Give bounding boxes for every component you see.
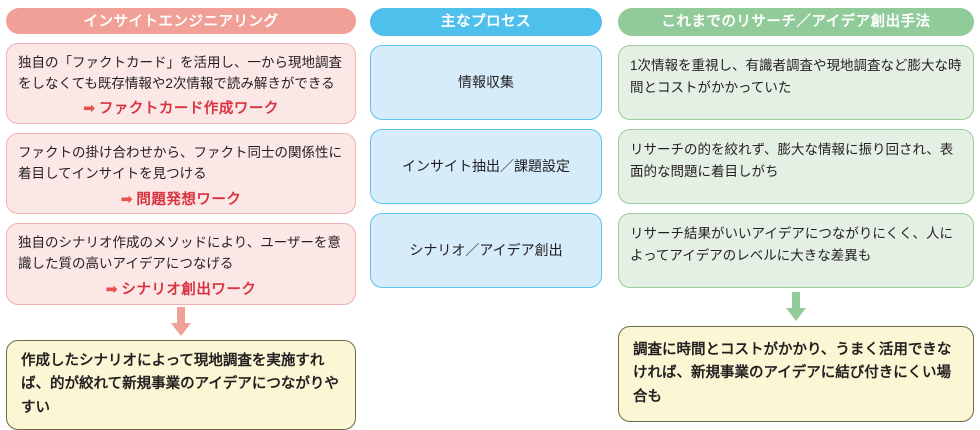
middle-column-header: 主なプロセス bbox=[370, 8, 602, 36]
down-arrow-icon bbox=[171, 307, 191, 337]
middle-column: 主なプロセス 情報収集 インサイト抽出／課題設定 シナリオ／アイデア創出 bbox=[362, 0, 610, 430]
right-arrow-icon: ➡ bbox=[83, 101, 96, 118]
left-item-1-work-label: ファクトカード作成ワーク bbox=[98, 101, 279, 118]
right-item-1-description: 1次情報を重視し、有識者調査や現地調査など膨大な時間とコストがかかっていた bbox=[630, 58, 962, 95]
right-column-header: これまでのリサーチ／アイデア創出手法 bbox=[618, 8, 974, 36]
left-column: インサイトエンジニアリング 独自の「ファクトカード」を活用し、一から現地調査をし… bbox=[0, 0, 362, 430]
left-item-2-description: ファクトの掛け合わせから、ファクト同士の関係性に着目してインサイトを見つける bbox=[18, 145, 342, 181]
right-item-3: リサーチ結果がいいアイデアにつながりにくく、人によってアイデアのレベルに大きな差… bbox=[618, 213, 974, 288]
left-conclusion-text: 作成したシナリオによって現地調査を実施すれば、的が絞れて新規事業のアイデアにつな… bbox=[21, 352, 339, 416]
down-arrow-icon bbox=[786, 292, 806, 321]
process-step-1-label: 情報収集 bbox=[458, 74, 514, 90]
right-conclusion-text: 調査に時間とコストがかかり、うまく活用できなければ、新規事業のアイデアに結び付き… bbox=[633, 342, 952, 405]
process-step-2-label: インサイト抽出／課題設定 bbox=[402, 158, 570, 174]
left-item-2-work-label: 問題発想ワーク bbox=[136, 191, 242, 208]
right-arrow-icon: ➡ bbox=[120, 191, 134, 208]
right-arrow-icon: ➡ bbox=[105, 282, 119, 299]
process-step-2: インサイト抽出／課題設定 bbox=[370, 129, 602, 204]
right-item-2-description: リサーチの的を絞れず、膨大な情報に振り回され、表面的な問題に着目しがち bbox=[630, 142, 954, 179]
left-conclusion: 作成したシナリオによって現地調査を実施すれば、的が絞れて新規事業のアイデアにつな… bbox=[6, 339, 356, 430]
right-down-arrow-wrap bbox=[618, 288, 974, 326]
left-item-1: 独自の「ファクトカード」を活用し、一から現地調査をしなくても既存情報や2次情報で… bbox=[6, 42, 356, 125]
left-column-header: インサイトエンジニアリング bbox=[6, 8, 356, 34]
process-step-3: シナリオ／アイデア創出 bbox=[370, 213, 602, 288]
left-item-2: ファクトの掛け合わせから、ファクト同士の関係性に着目してインサイトを見つける ➡… bbox=[6, 133, 356, 215]
middle-column-spacer bbox=[370, 288, 602, 430]
left-down-arrow-wrap bbox=[6, 305, 356, 340]
right-item-1: 1次情報を重視し、有識者調査や現地調査など膨大な時間とコストがかかっていた bbox=[618, 45, 974, 120]
process-step-1: 情報収集 bbox=[370, 45, 602, 120]
left-item-3-work: ➡シナリオ創出ワーク bbox=[18, 279, 344, 301]
left-item-3-description: 独自のシナリオ作成のメソッドにより、ユーザーを意識した質の高いアイデアにつなげる bbox=[18, 235, 341, 272]
left-item-1-description: 独自の「ファクトカード」を活用し、一から現地調査をしなくても既存情報や2次情報で… bbox=[18, 54, 342, 91]
left-item-2-work: ➡問題発想ワーク bbox=[18, 189, 344, 211]
left-item-1-work: ➡ファクトカード作成ワーク bbox=[18, 98, 344, 120]
left-item-3-work-label: シナリオ創出ワーク bbox=[121, 282, 257, 299]
right-column: これまでのリサーチ／アイデア創出手法 1次情報を重視し、有識者調査や現地調査など… bbox=[610, 0, 980, 430]
right-item-2: リサーチの的を絞れず、膨大な情報に振り回され、表面的な問題に着目しがち bbox=[618, 129, 974, 204]
left-item-3: 独自のシナリオ作成のメソッドにより、ユーザーを意識した質の高いアイデアにつなげる… bbox=[6, 223, 356, 305]
right-conclusion: 調査に時間とコストがかかり、うまく活用できなければ、新規事業のアイデアに結び付き… bbox=[618, 326, 974, 423]
right-item-3-description: リサーチ結果がいいアイデアにつながりにくく、人によってアイデアのレベルに大きな差… bbox=[630, 226, 954, 263]
process-step-3-label: シナリオ／アイデア創出 bbox=[409, 242, 563, 258]
